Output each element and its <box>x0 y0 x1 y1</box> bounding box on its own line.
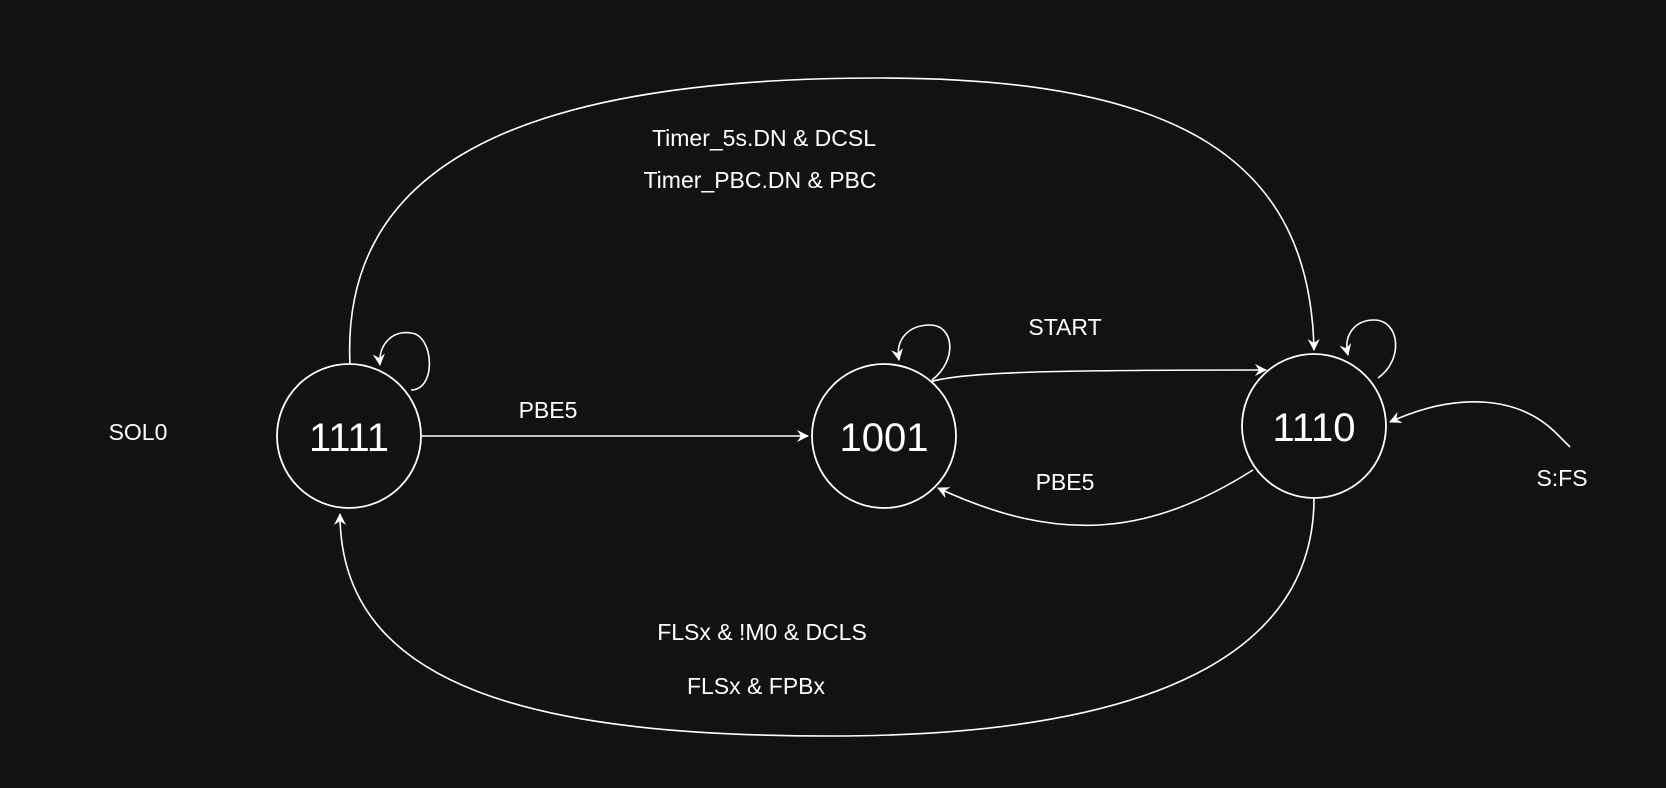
bottom-transition-label-1: FLSx & !M0 & DCLS <box>657 619 867 645</box>
bottom-transition-label-2: FLSx & FPBx <box>687 673 826 699</box>
state-1111-label: 1111 <box>309 416 389 460</box>
start-transition-label: START <box>1028 314 1101 340</box>
top-transition-label-2: Timer_PBC.DN & PBC <box>643 167 876 193</box>
state-1111: 1111 <box>276 363 422 509</box>
state-1111-circle <box>276 363 422 509</box>
state-1001-label: 1001 <box>840 416 929 460</box>
sol0-label: SOL0 <box>109 419 168 445</box>
edge-1111-to-1110-top <box>348 77 1320 366</box>
edge-1110-to-1111-bottom <box>334 497 1315 737</box>
top-transition-label-1: Timer_5s.DN & DCSL <box>652 125 876 151</box>
state-1110-circle <box>1241 353 1387 499</box>
edge-1001-to-1110-start <box>929 364 1267 383</box>
initial-state-label: S:FS <box>1536 465 1587 491</box>
self-loop-1110 <box>1339 319 1397 379</box>
pbe5-transition-label-right: PBE5 <box>1036 469 1095 495</box>
edge-initial-to-1110 <box>1389 400 1571 448</box>
edge-1110-to-1001-pbe5 <box>937 469 1254 527</box>
state-1001-circle <box>811 363 957 509</box>
self-loop-1001 <box>891 324 951 381</box>
self-loop-1111 <box>372 331 431 391</box>
pbe5-transition-label-left: PBE5 <box>519 397 578 423</box>
state-1001: 1001 <box>811 363 957 509</box>
state-1110-label: 1110 <box>1272 406 1355 450</box>
state-1110: 1110 <box>1241 353 1387 499</box>
